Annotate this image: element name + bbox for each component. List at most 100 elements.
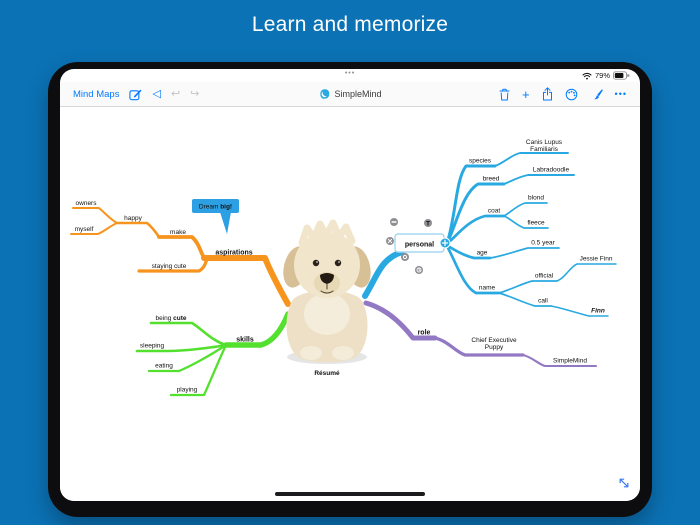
topic-skills[interactable]: skills (236, 337, 254, 344)
topic-canis-line1[interactable]: Canis Lupus (526, 139, 563, 146)
home-indicator[interactable] (275, 492, 425, 496)
topic-chief-line1[interactable]: Chief Executive (471, 337, 517, 344)
topic-being-cute[interactable]: being cute (155, 315, 186, 322)
topic-jessie-finn[interactable]: Jessie Finn (580, 256, 613, 263)
topic-species[interactable]: species (469, 158, 492, 165)
branch-line (446, 246, 501, 295)
dog-chest (304, 293, 350, 335)
undo-icon[interactable]: ↩ (170, 87, 181, 100)
delete-node-button[interactable] (386, 237, 394, 245)
branch-line (72, 207, 118, 224)
callout-text: Dream big! (199, 204, 232, 211)
topic-name[interactable]: name (479, 285, 496, 292)
relation-button[interactable] (401, 253, 409, 261)
branch-line (494, 152, 569, 167)
battery-icon (613, 71, 630, 80)
compose-icon[interactable] (129, 88, 142, 101)
callout-dream-big[interactable]: Dream big! (192, 199, 239, 234)
fullscreen-icon[interactable] (617, 476, 631, 490)
branch-role (363, 300, 598, 368)
collapse-button[interactable] (390, 218, 398, 226)
topic-eating[interactable]: eating (155, 363, 173, 370)
dot-icon (402, 254, 408, 260)
branch-line (498, 292, 552, 307)
topic-coat[interactable]: coat (488, 208, 500, 215)
topic-half-year[interactable]: 0.5 year (531, 240, 555, 247)
dog-paw-left (300, 346, 322, 360)
branch-aspirations (70, 207, 291, 307)
topic-chief-line2[interactable]: Puppy (485, 344, 504, 351)
mind-maps-button[interactable]: Mind Maps (73, 88, 120, 100)
multitask-dots-icon: ••• (344, 70, 356, 77)
dog-photo[interactable] (279, 219, 374, 364)
branch-line (137, 257, 209, 273)
branch-line (201, 255, 291, 307)
branch-line (446, 244, 492, 260)
branch-line (489, 247, 560, 259)
redo-icon[interactable]: ↪ (190, 87, 200, 100)
topic-fleece[interactable]: fleece (527, 220, 545, 227)
central-topic-resume[interactable]: Résumé (314, 370, 340, 377)
plus-icon (441, 239, 449, 247)
close-icon (387, 238, 393, 244)
branch-line (363, 300, 438, 341)
branch-line (223, 311, 291, 348)
topic-sleeping[interactable]: sleeping (140, 343, 165, 350)
text-style-button[interactable]: T (424, 219, 432, 227)
palette-icon[interactable] (565, 88, 578, 101)
topic-happy[interactable]: happy (124, 215, 142, 222)
text-style-icon: T (426, 220, 430, 227)
topic-simplemind[interactable]: SimpleMind (553, 358, 587, 365)
node-controls: T (386, 218, 451, 274)
topic-myself[interactable]: myself (75, 226, 94, 233)
dog-paw-right (332, 346, 354, 360)
tablet-screen: ••• 79% Mind Maps (60, 69, 640, 501)
trash-icon[interactable] (499, 88, 510, 101)
dog-eye-right (334, 259, 342, 267)
branch-line (115, 221, 161, 239)
branch-line (556, 263, 617, 282)
page-title: Learn and memorize (251, 13, 449, 36)
topic-owners[interactable]: owners (76, 200, 98, 207)
topic-finn[interactable]: Finn (591, 308, 605, 315)
branch-line (135, 343, 228, 353)
topic-age[interactable]: age (477, 250, 488, 257)
wifi-icon (582, 72, 592, 79)
style-brush-icon[interactable] (590, 88, 603, 101)
add-icon[interactable]: + (521, 86, 530, 102)
branch-line (169, 343, 228, 397)
topic-official[interactable]: official (535, 273, 554, 280)
branch-line (550, 305, 609, 317)
topic-role[interactable]: role (418, 330, 431, 337)
topic-make[interactable]: make (170, 229, 186, 236)
branch-line (521, 353, 598, 368)
topic-blond[interactable]: blond (528, 195, 544, 202)
app-title: SimpleMind (334, 89, 382, 99)
branch-line (70, 222, 118, 235)
topic-canis-line2[interactable]: Familiaris (530, 146, 559, 153)
dog-head (294, 232, 360, 298)
topic-playing[interactable]: playing (177, 387, 198, 394)
tablet-frame: ••• 79% Mind Maps (48, 62, 652, 517)
dog-eye-left (312, 259, 320, 267)
toolbar: Mind Maps ◁ ↩ ↪ SimpleMind (60, 82, 640, 107)
back-icon[interactable]: ◁ (152, 87, 161, 100)
simplemind-logo-icon (320, 89, 330, 99)
share-icon[interactable] (542, 87, 553, 101)
add-child-button[interactable] (439, 237, 451, 249)
branch-skills (135, 311, 291, 397)
branch-line (446, 182, 506, 243)
topic-breed[interactable]: breed (483, 176, 500, 183)
topic-personal[interactable]: personal (405, 242, 434, 249)
topic-call[interactable]: call (538, 298, 548, 305)
mindmap-canvas[interactable]: aspirations make happy owners myself sta… (60, 107, 640, 501)
history-button[interactable] (415, 266, 423, 274)
branch-line (433, 336, 525, 357)
selected-node-personal[interactable]: personal (394, 233, 445, 253)
more-icon[interactable]: ••• (614, 88, 627, 99)
topic-staying-cute[interactable]: staying cute (152, 263, 187, 270)
topic-labradoodle[interactable]: Labradoodle (533, 167, 570, 174)
topic-aspirations[interactable]: aspirations (215, 250, 252, 257)
branch-line (446, 214, 506, 245)
